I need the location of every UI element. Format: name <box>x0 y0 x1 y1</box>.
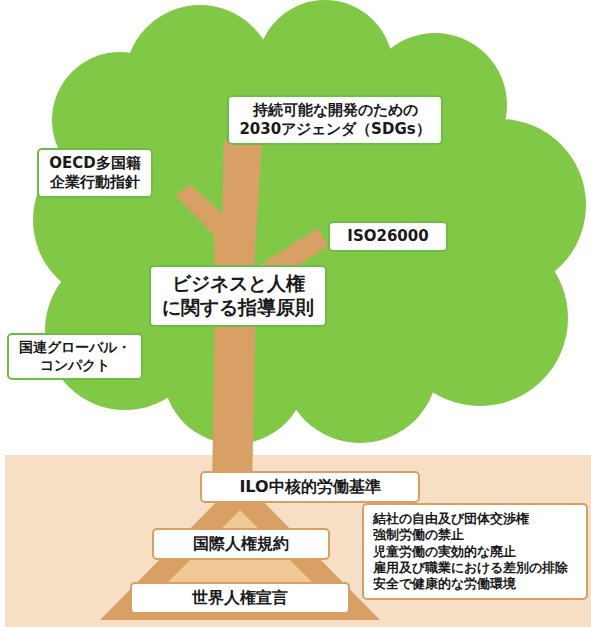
framework-box: OECD多国籍 企業行動指針 <box>37 148 153 198</box>
standards-list-box: 結社の自由及び団体交渉権強制労働の禁止児童労働の実効的な廃止雇用及び職業における… <box>362 503 588 600</box>
foundation-box: 世界人権宣言 <box>130 582 350 614</box>
framework-box: 国連グローバル・ コンパクト <box>7 333 143 380</box>
node-text: ビジネスと人権 に関する指導原則 <box>161 272 315 320</box>
framework-box: 持続可能な開発のための 2030アジェンダ（SDGs） <box>227 95 443 145</box>
foundation-box: ILO中核的労働基準 <box>200 471 420 503</box>
canopy-lobe <box>150 75 450 375</box>
ground <box>5 455 591 627</box>
node-text: 国際人権規約 <box>192 534 290 554</box>
foundation-box: 国際人権規約 <box>152 528 330 560</box>
node-text: 児童労働の実効的な廃止 <box>373 544 518 560</box>
node-text: 雇用及び職業における差別の排除 <box>373 560 570 576</box>
principles-box: ビジネスと人権 に関する指導原則 <box>149 265 327 327</box>
node-text: OECD多国籍 企業行動指針 <box>48 154 142 192</box>
node-text: 強制労働の禁止 <box>373 527 466 543</box>
node-text: 国連グローバル・ コンパクト <box>18 339 132 374</box>
node-text: ISO26000 <box>346 227 430 246</box>
framework-box: ISO26000 <box>328 221 448 252</box>
node-text: 結社の自由及び団体交渉権 <box>373 511 531 527</box>
node-text: 持続可能な開発のための 2030アジェンダ（SDGs） <box>238 101 432 139</box>
node-text: 安全で健康的な労働環境 <box>373 576 518 592</box>
node-text: 世界人権宣言 <box>191 588 289 608</box>
node-text: ILO中核的労働基準 <box>238 477 382 497</box>
